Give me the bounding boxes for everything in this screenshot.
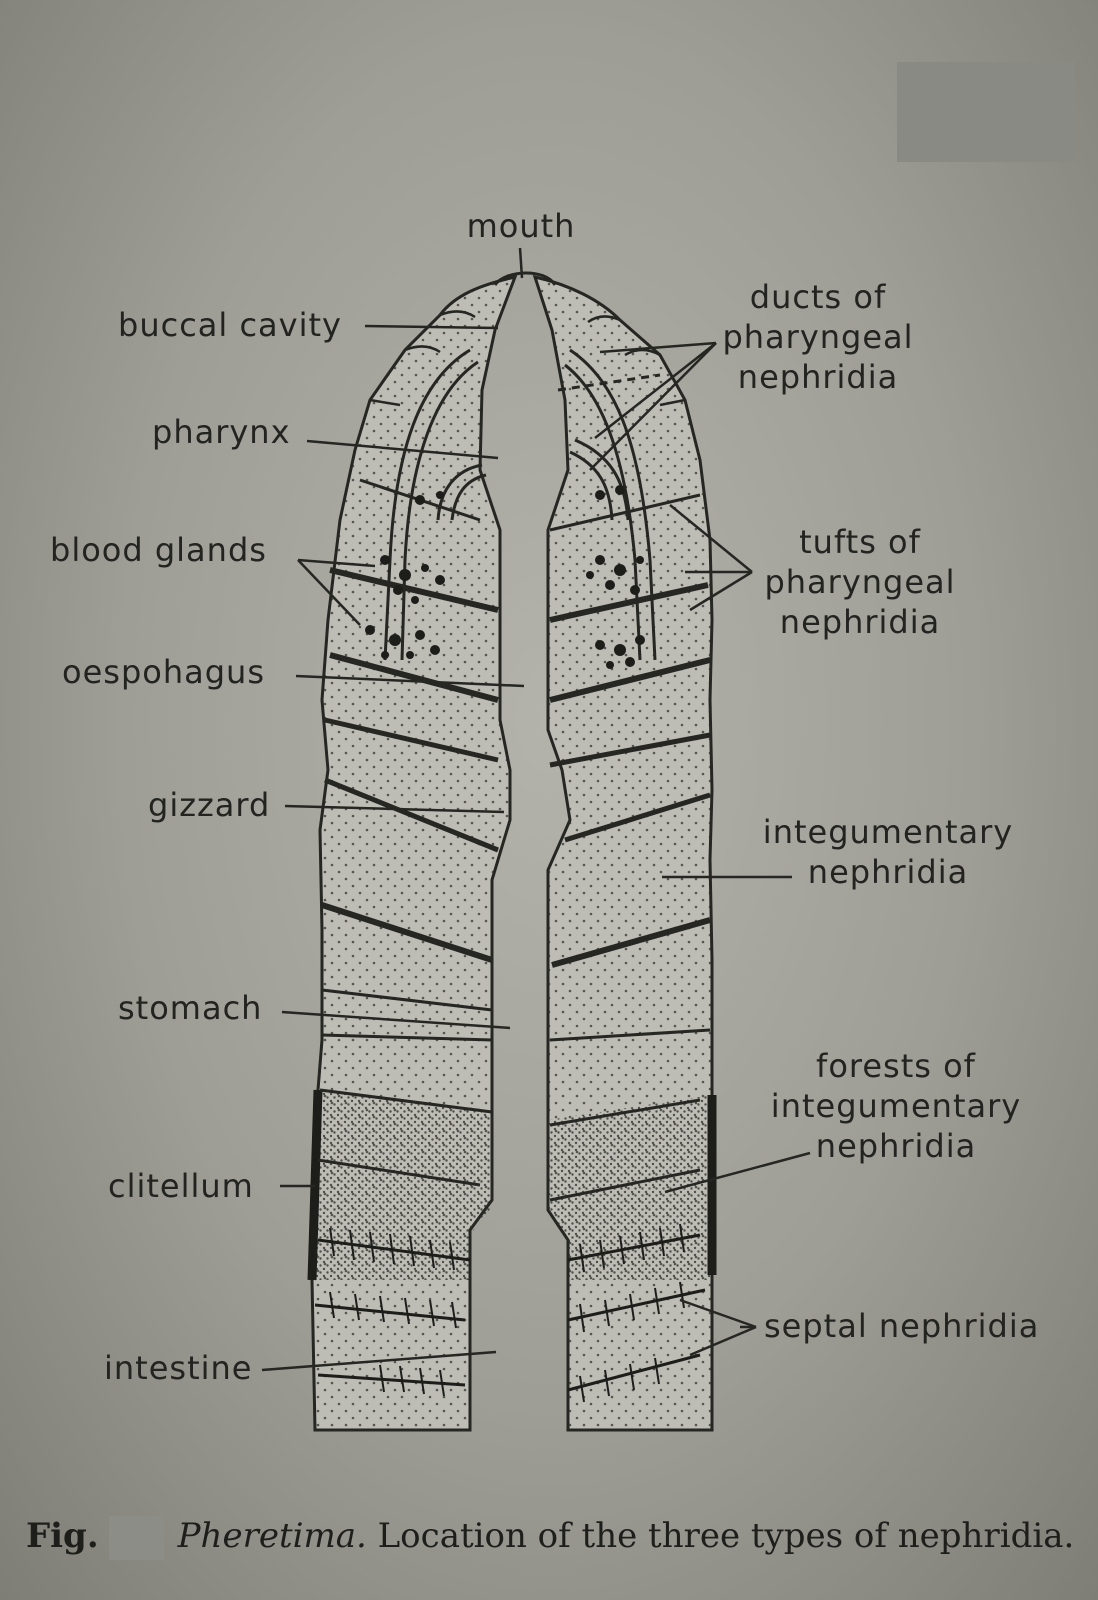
caption-fig: Fig.	[26, 1516, 99, 1556]
outer-ridges	[369, 310, 686, 407]
label-mouth: mouth	[466, 207, 576, 245]
blood-glands-left	[365, 491, 445, 659]
label-septal-nephridia: septal nephridia	[764, 1307, 1040, 1345]
caption-genus: Pheretima.	[177, 1516, 367, 1556]
label-pharynx: pharynx	[152, 413, 291, 451]
label-clitellum: clitellum	[108, 1167, 254, 1205]
caption-redaction	[108, 1516, 164, 1560]
label-tufts-of-pharyngeal-nephridia: tufts of pharyngeal nephridia	[760, 522, 960, 642]
redaction-box	[897, 62, 1075, 162]
septal-hatch-right	[579, 1223, 685, 1403]
caption-text: Location of the three types of nephridia…	[366, 1516, 1075, 1556]
ducts-left	[383, 348, 487, 661]
ducts-line-1: ducts of	[749, 278, 887, 316]
figure-caption: Fig. Pheretima. Location of the three typ…	[26, 1516, 1086, 1560]
tufts-line-2: pharyngeal	[764, 563, 956, 601]
leader-lines	[261, 247, 811, 1372]
septa-right	[549, 373, 711, 1202]
septal-hatch-left	[329, 1227, 457, 1397]
clitellum-left	[312, 1090, 490, 1280]
tufts-line-3: nephridia	[779, 603, 941, 641]
tufts-right	[586, 485, 645, 669]
integ-line-1: integumentary	[762, 813, 1014, 851]
label-gizzard: gizzard	[148, 786, 271, 824]
integ-line-2: nephridia	[807, 853, 969, 891]
label-intestine: intestine	[104, 1349, 253, 1387]
label-integumentary-nephridia: integumentary nephridia	[758, 812, 1018, 892]
forests-line-1: forests of	[816, 1047, 976, 1085]
forests-line-2: integumentary	[770, 1087, 1022, 1125]
ducts-line-3: nephridia	[737, 358, 899, 396]
forests-line-3: nephridia	[815, 1127, 977, 1165]
label-stomach: stomach	[118, 989, 263, 1027]
clitellum-right	[548, 1095, 712, 1280]
ducts-line-2: pharyngeal	[722, 318, 914, 356]
mouth-arc	[493, 271, 557, 286]
tufts-line-1: tufts of	[799, 523, 921, 561]
label-ducts-of-pharyngeal-nephridia: ducts of pharyngeal nephridia	[718, 277, 918, 397]
label-forests-of-integumentary-nephridia: forests of integumentary nephridia	[762, 1046, 1030, 1166]
label-blood-glands: blood glands	[50, 531, 267, 569]
label-oesophagus: oespohagus	[62, 653, 265, 691]
ducts-right	[564, 348, 657, 661]
septa-left	[317, 478, 499, 1187]
septal-nephridia-left	[314, 1238, 471, 1387]
label-buccal-cavity: buccal cavity	[118, 306, 342, 344]
